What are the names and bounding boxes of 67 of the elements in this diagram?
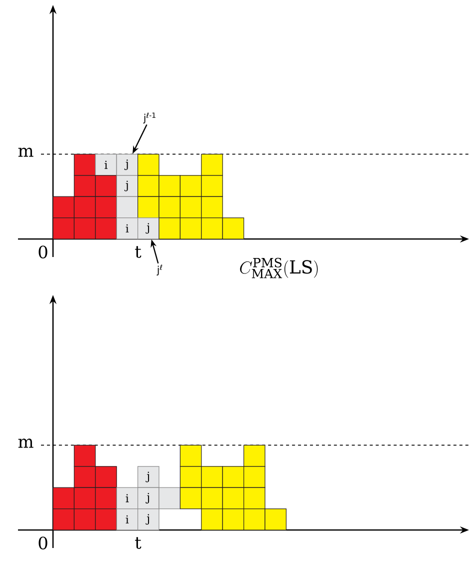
gantt-cell [180,444,202,467]
gantt-cell [244,508,266,530]
axis-label: t [135,246,142,258]
gantt-cell [158,175,180,197]
gantt-cell [95,508,117,530]
gantt-cell [74,487,96,510]
gantt-cell [158,487,180,510]
gantt-cell [201,466,223,488]
gantt-cell: j [138,218,160,240]
axis-label: 0 [38,536,48,550]
gantt-cell [52,218,74,240]
gantt-cell: j [116,154,138,176]
leader-text: j$^{ℓ}$ [156,264,162,276]
gantt-cell [74,508,96,530]
gantt-cell [222,487,244,510]
gantt-cell [116,196,138,218]
axis-label: m [18,438,34,448]
gantt-cell [222,508,244,530]
gantt-cell [201,154,223,176]
gantt-cell [74,218,96,240]
gantt-cell [95,487,117,510]
gantt-cell [138,196,160,218]
gantt-cell [74,444,96,467]
gantt-cell [52,196,74,218]
gantt-cell [52,508,74,530]
gantt-cell [95,175,117,197]
gantt-cell [201,508,223,530]
gantt-cell [201,487,223,510]
gantt-cell [244,444,266,467]
gantt-cell: i [95,154,117,176]
gantt-cell [201,196,223,218]
axis-label: t [135,537,142,549]
gantt-cell: i [116,487,138,510]
gantt-cell [222,466,244,488]
gantt-cell [180,487,202,510]
gantt-cell [264,508,286,530]
gantt-cell [74,196,96,218]
gantt-cell [180,218,202,240]
gantt-cell [52,487,74,510]
gantt-cell [74,175,96,197]
gantt-cell [180,466,202,488]
gantt-cell [95,218,117,240]
gantt-cell [244,466,266,488]
gantt-cell [180,196,202,218]
leader-text: j$^{ℓ-1}$ [143,112,156,124]
gantt-cell [74,466,96,488]
gantt-cell [158,218,180,240]
gantt-cell: j [116,175,138,197]
gantt-cell: i [116,218,138,240]
gantt-cell [158,196,180,218]
gantt-cell [95,196,117,218]
gantt-cell [138,154,160,176]
axis-label: $C^{\mathrm{PMS}}_{\mathrm{MAX}}(\mathrm{LS})$ [240,258,318,278]
gantt-cell [201,218,223,240]
gantt-cell [74,154,96,176]
gantt-cell: j [138,508,160,530]
gantt-cell [95,466,117,488]
gantt-cell [180,175,202,197]
gantt-cell [244,487,266,510]
gantt-cell [138,175,160,197]
gantt-cell: i [116,508,138,530]
gantt-cell: j [138,466,160,488]
gantt-cell: j [138,487,160,510]
gantt-cell [222,218,244,240]
gantt-cell [201,175,223,197]
axis-label: m [18,148,34,157]
axis-label: 0 [38,246,48,258]
